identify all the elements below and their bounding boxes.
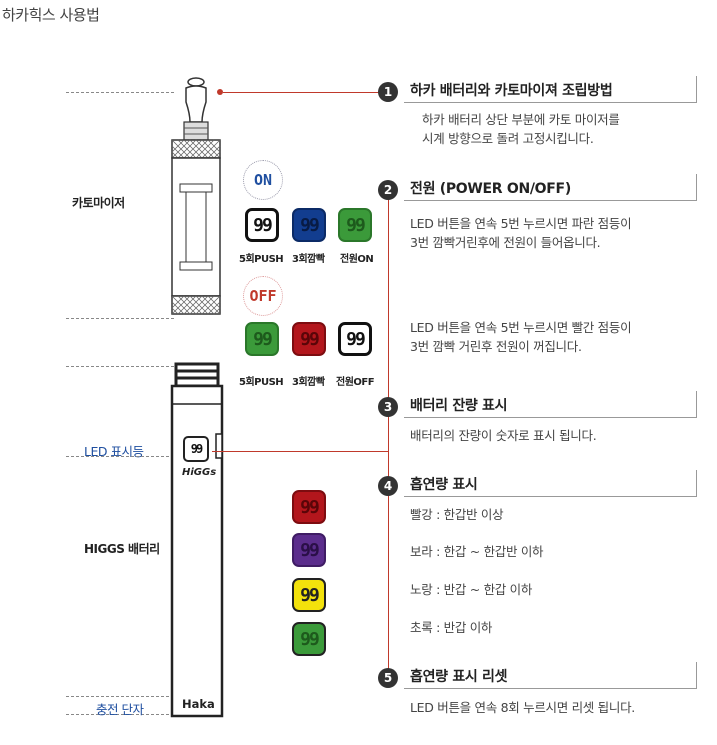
section-2-off-line-1: LED 버튼을 연속 5번 누르시면 빨간 점등이 [410, 320, 632, 335]
section-4-box [404, 470, 697, 497]
on-caption-power: 전원ON [340, 254, 374, 265]
label-cartomizer: 카토마이저 [72, 196, 125, 210]
battery-drawing [170, 362, 224, 718]
off-caption-push: 5회PUSH [239, 377, 284, 388]
section-4-title: 흡연량 표시 [410, 477, 478, 493]
amount-display-purple: 99 [292, 533, 326, 567]
section-3-number: 3 [378, 397, 398, 417]
on-display-green: 99 [338, 208, 372, 242]
guide-line-battery-top [66, 366, 174, 367]
section-1-title: 하카 배터리와 카토마이져 조립방법 [410, 83, 613, 99]
guide-line-charge-top [66, 696, 174, 697]
off-display-red: 99 [292, 322, 326, 356]
label-battery: HIGGS 배터리 [84, 542, 160, 556]
led-display[interactable]: 99 [183, 436, 209, 462]
section-4-line-yellow: 노랑 : 반갑 ~ 한갑 이하 [410, 582, 533, 597]
section-2-title: 전원 (POWER ON/OFF) [410, 181, 571, 197]
off-caption-power: 전원OFF [336, 377, 375, 388]
section-4-line-purple: 보라 : 한갑 ~ 한갑반 이하 [410, 544, 544, 559]
section-4-line-red: 빨강 : 한갑반 이상 [410, 507, 504, 522]
guide-line-top [66, 92, 174, 93]
amount-display-yellow: 99 [292, 578, 326, 612]
section-2-on-line-2: 3번 깜빡거린후에 전원이 들어옵니다. [410, 235, 601, 250]
led-connector-line [212, 451, 388, 452]
section-3-line-1: 배터리의 잔량이 숫자로 표시 됩니다. [410, 428, 597, 443]
page-title: 하카힉스 사용법 [2, 6, 100, 24]
device-bottom-brand: Haka [182, 697, 215, 711]
section-5-title: 흡연량 표시 리셋 [410, 669, 508, 685]
on-display-white: 99 [245, 208, 279, 242]
section-2-off-line-2: 3번 깜빡 거린후 전원이 꺼집니다. [410, 339, 582, 354]
section-5-number: 5 [378, 668, 398, 688]
section-4-number: 4 [378, 476, 398, 496]
section-5-box [404, 662, 697, 689]
cartomizer-drawing [171, 77, 221, 315]
section-connector-vertical [388, 190, 389, 678]
amount-display-green: 99 [292, 622, 326, 656]
section-1-box [404, 76, 697, 103]
amount-display-red: 99 [292, 490, 326, 524]
section-2-number: 2 [378, 180, 398, 200]
section-1-line-2: 시계 방향으로 돌려 고정시킵니다. [422, 131, 594, 146]
power-on-label: ON [243, 160, 283, 200]
section-3-box [404, 391, 697, 418]
label-charge: 충전 단자 [96, 702, 144, 717]
on-display-blue: 99 [292, 208, 326, 242]
guide-line-bottom [66, 714, 174, 715]
section-2-on-line-1: LED 버튼을 연속 5번 누르시면 파란 점등이 [410, 216, 632, 231]
section-3-title: 배터리 잔량 표시 [410, 398, 508, 414]
label-led: LED 표시등 [84, 444, 144, 459]
section-1-line-1: 하카 배터리 상단 부분에 카토 마이저를 [422, 112, 620, 127]
off-caption-blink: 3회깜빡 [292, 377, 325, 388]
marker-dot [217, 89, 223, 95]
led-display-digits: 99 [190, 442, 204, 456]
section-2-box [404, 174, 697, 201]
off-display-white: 99 [338, 322, 372, 356]
power-off-label: OFF [243, 276, 283, 316]
device-brand: HiGGs [182, 467, 217, 478]
guide-line-cartomizer-bottom [66, 318, 174, 319]
section-1-number: 1 [378, 82, 398, 102]
led-guide-line [66, 456, 174, 457]
section-4-line-green: 초록 : 반갑 이하 [410, 620, 493, 635]
on-caption-blink: 3회깜빡 [292, 254, 325, 265]
on-caption-push: 5회PUSH [239, 254, 284, 265]
off-display-green: 99 [245, 322, 279, 356]
section-5-line-1: LED 버튼을 연속 8회 누르시면 리셋 됩니다. [410, 700, 635, 715]
marker-line-1 [223, 92, 383, 93]
